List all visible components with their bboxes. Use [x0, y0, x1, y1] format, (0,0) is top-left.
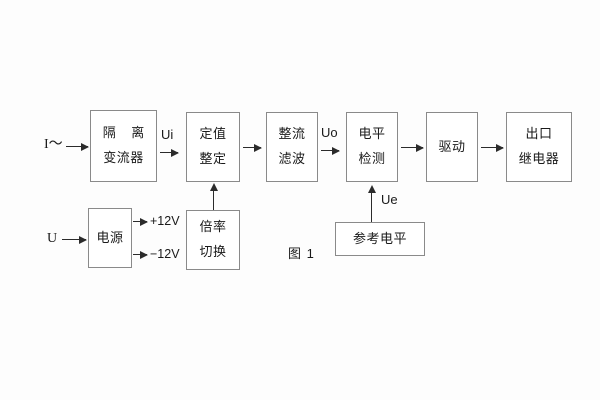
- arrow-input-current-to-isolation-ct: [66, 142, 89, 151]
- block-isolation-ct-line-1: 隔 离: [102, 125, 151, 141]
- block-rectifier-filter[interactable]: 整流 滤波: [266, 112, 318, 182]
- arrow-level-detect-to-driver: [401, 143, 424, 152]
- block-isolation-ct-line-2: 变流器: [103, 150, 144, 165]
- block-level-detect[interactable]: 电平 检测: [346, 112, 398, 182]
- figure-caption: 图 1: [288, 246, 315, 261]
- block-driver-line-1: 驱动: [438, 138, 466, 154]
- ui-label: Ui: [161, 127, 174, 142]
- block-reference-level[interactable]: 参考电平: [335, 222, 425, 256]
- block-setting-line-2: 整定: [199, 151, 227, 166]
- block-driver[interactable]: 驱动: [426, 112, 478, 182]
- arrow-input-voltage-to-power-supply: [62, 235, 87, 244]
- arrow-reference-level-to-level-detect: [367, 185, 376, 222]
- block-level-detect-line-1: 电平: [358, 126, 386, 142]
- block-output-relay-line-2: 继电器: [518, 151, 560, 166]
- rail-positive-label: +12V: [150, 214, 180, 228]
- arrow-power-supply-negative-rail: [133, 250, 148, 259]
- arrow-setting-to-rectifier-filter: [243, 143, 262, 152]
- block-output-relay-line-1: 出口: [525, 126, 553, 142]
- block-setting[interactable]: 定值 整定: [186, 112, 240, 182]
- ue-label: Ue: [381, 192, 398, 207]
- arrow-multiplier-switch-to-setting: [209, 183, 218, 210]
- input-current-label: I～: [44, 137, 63, 152]
- block-reference-level-line-1: 参考电平: [352, 230, 407, 246]
- arrow-driver-to-output-relay: [481, 143, 504, 152]
- arrow-isolation-ct-to-setting: [160, 148, 179, 157]
- block-output-relay[interactable]: 出口 继电器: [506, 112, 572, 182]
- block-isolation-ct[interactable]: 隔 离 变流器: [90, 110, 157, 182]
- arrow-power-supply-positive-rail: [133, 217, 148, 226]
- block-multiplier-switch-line-2: 切换: [199, 244, 227, 259]
- block-multiplier-switch-line-1: 倍率: [199, 219, 227, 235]
- block-rectifier-filter-line-1: 整流: [278, 126, 306, 142]
- block-rectifier-filter-line-2: 滤波: [278, 151, 306, 166]
- input-voltage-label: U: [47, 231, 58, 246]
- rail-negative-label: −12V: [150, 247, 180, 261]
- block-multiplier-switch[interactable]: 倍率 切换: [186, 210, 240, 270]
- uo-label: Uo: [321, 125, 338, 140]
- arrow-rectifier-filter-to-level-detect: [321, 146, 340, 155]
- block-level-detect-line-2: 检测: [358, 151, 386, 166]
- block-setting-line-1: 定值: [199, 126, 227, 142]
- block-power-supply-line-1: 电源: [96, 229, 124, 245]
- block-power-supply[interactable]: 电源: [88, 208, 132, 268]
